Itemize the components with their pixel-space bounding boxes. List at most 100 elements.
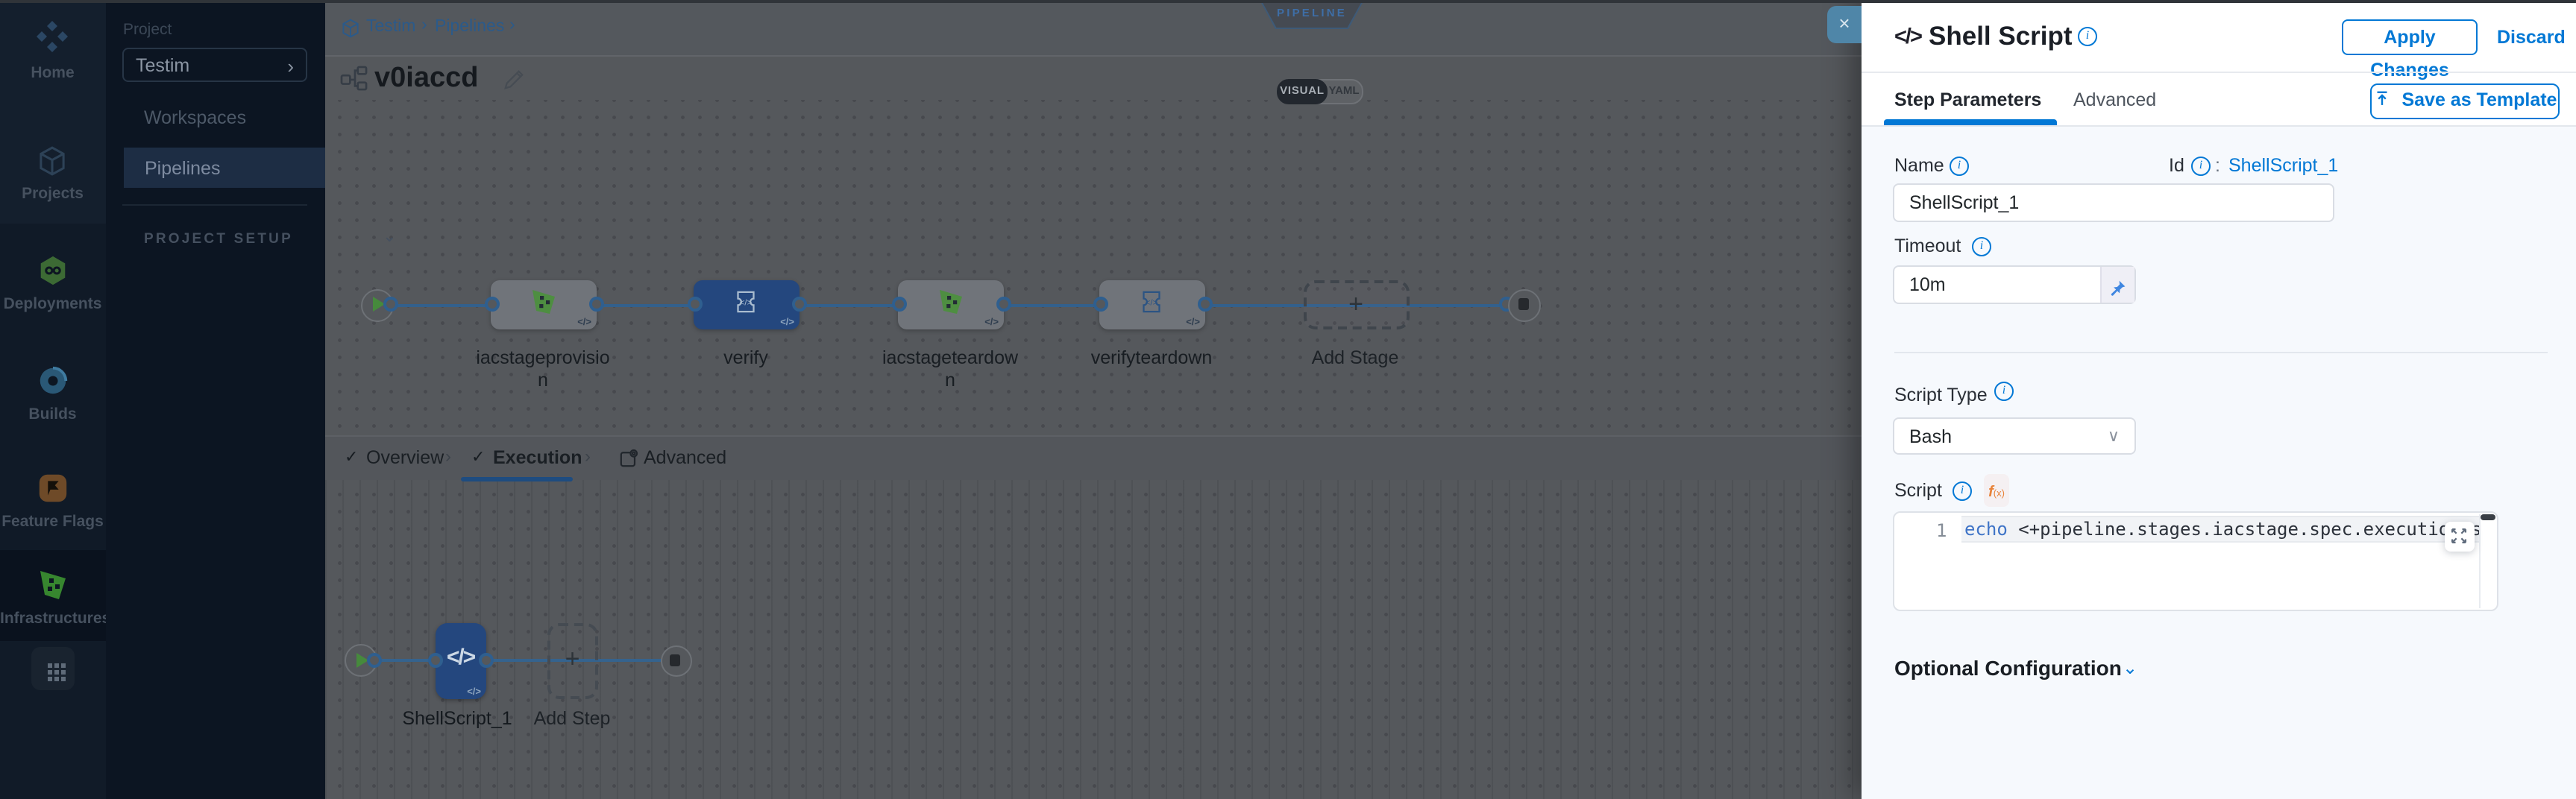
code-badge-icon: </> <box>467 686 481 697</box>
chevron-right-icon: › <box>509 16 515 34</box>
custom-stage-icon: </> <box>730 285 761 324</box>
fx-icon: f <box>1988 484 1994 500</box>
pipeline-name-title: v0iaccd <box>374 63 479 94</box>
timeout-input[interactable]: 10m <box>1893 265 2136 303</box>
chevron-down-icon[interactable]: ⌄ <box>2123 657 2138 678</box>
script-type-value: Bash <box>1909 426 1952 446</box>
add-stage-label[interactable]: Add Stage <box>1311 347 1399 368</box>
chevron-right-icon: › <box>421 16 427 34</box>
pipeline-end-node <box>1508 288 1541 321</box>
sidebar-item-label: Feature Flags <box>1 513 104 531</box>
svg-text:</>: </> <box>1146 297 1158 306</box>
apply-changes-button[interactable]: Apply Changes <box>2342 19 2478 80</box>
project-setup-section[interactable]: PROJECT SETUP <box>144 231 293 247</box>
optional-configuration-toggle[interactable]: Optional Configuration <box>1894 656 2122 680</box>
save-as-template-button[interactable]: Save as Template <box>2370 83 2560 119</box>
id-value-link[interactable]: ShellScript_1 <box>2228 155 2339 176</box>
stage-label[interactable]: iacstageprovision <box>476 347 610 391</box>
current-line-highlight <box>1961 516 2481 543</box>
fx-sub: (x) <box>1993 488 2005 499</box>
timeout-label: Timeout <box>1894 236 1961 256</box>
sidebar-item-feature-flags[interactable]: Feature Flags <box>0 471 105 531</box>
stage-label[interactable]: iacstageteardown <box>882 347 1019 391</box>
sidebar-item-projects[interactable]: Projects <box>0 145 105 203</box>
sidebar-item-infrastructures[interactable]: Infrastructures <box>0 566 110 628</box>
tab-execution[interactable]: Execution <box>493 446 582 467</box>
module-picker-button[interactable] <box>31 647 75 690</box>
pipeline-studio-badge: PIPELINE STUDIO <box>1260 0 1364 29</box>
stage-node-iacstageteardown[interactable]: </> <box>897 280 1003 329</box>
top-border-line <box>0 0 2576 3</box>
editor-expand-button[interactable] <box>2444 521 2475 552</box>
breadcrumb-pipelines-link[interactable]: Pipelines <box>435 18 505 36</box>
stage-node-verifyteardown[interactable]: </> </> <box>1099 280 1204 329</box>
sidebar-item-workspaces[interactable]: Workspaces <box>144 107 247 128</box>
step-node-shellscript[interactable]: </> </> <box>436 622 486 698</box>
editor-scrollbar-thumb[interactable] <box>2480 514 2495 520</box>
project-selector[interactable]: Testim › <box>122 48 307 82</box>
visual-yaml-toggle[interactable]: VISUAL YAML <box>1277 79 1363 104</box>
breadcrumb-project-link[interactable]: Testim <box>366 18 416 36</box>
info-icon[interactable]: i <box>2078 27 2097 46</box>
toggle-visual[interactable]: VISUAL <box>1277 79 1328 104</box>
main-nav-rail: Home Projects Deployments Builds Feature <box>0 0 110 799</box>
port <box>892 297 907 312</box>
stage-node-verify[interactable]: </> </> <box>693 280 799 329</box>
discard-button[interactable]: Discard <box>2497 27 2566 48</box>
close-icon: × <box>1838 12 1850 34</box>
port <box>485 297 500 312</box>
add-step-button[interactable]: + <box>547 622 597 698</box>
stage-label[interactable]: verifyteardown <box>1090 347 1213 368</box>
project-sidebar: Project Testim › Workspaces Pipelines PR… <box>105 0 396 799</box>
toggle-yaml[interactable]: YAML <box>1328 83 1360 97</box>
tab-advanced[interactable]: Advanced <box>2073 89 2157 110</box>
sidebar-item-pipelines[interactable]: Pipelines <box>123 148 324 188</box>
sidebar-item-deployments[interactable]: Deployments <box>0 253 105 313</box>
chevron-down-icon[interactable]: ⌄ <box>383 228 397 246</box>
sidebar-item-home[interactable]: Home <box>0 18 105 82</box>
name-input[interactable]: ShellScript_1 <box>1893 183 2334 221</box>
drawer-close-button[interactable]: × <box>1827 6 1862 42</box>
port <box>367 652 382 667</box>
project-label: Project <box>123 21 172 39</box>
svg-text:</>: </> <box>740 297 753 306</box>
breadcrumb-bar: Testim › Pipelines › <box>324 0 1862 57</box>
expression-fx-button[interactable]: f(x) <box>1984 473 2009 506</box>
timeout-pin-button[interactable] <box>2100 266 2134 302</box>
script-label: Script <box>1894 480 1942 501</box>
project-name: Testim <box>136 55 190 76</box>
info-icon[interactable]: i <box>1972 237 1991 256</box>
grid-icon <box>48 663 52 668</box>
divider <box>1894 352 2548 353</box>
port <box>792 297 807 312</box>
tab-advanced[interactable]: Advanced <box>644 446 727 467</box>
info-icon[interactable]: i <box>2191 157 2211 176</box>
deployments-icon <box>36 253 70 295</box>
sidebar-item-label: Projects <box>22 185 84 203</box>
info-icon[interactable]: i <box>1953 481 1972 501</box>
stop-icon <box>1518 298 1529 310</box>
sidebar-item-label: Deployments <box>3 295 102 313</box>
info-icon[interactable]: i <box>1950 157 1969 176</box>
tab-overview[interactable]: Overview <box>366 446 444 467</box>
edit-pencil-icon[interactable] <box>502 69 524 98</box>
info-icon[interactable]: i <box>1994 382 2014 401</box>
code-line[interactable]: echo <+pipeline.stages.iacstage.spec.exe… <box>1964 518 2481 540</box>
port <box>479 652 494 667</box>
script-code-editor[interactable]: 1 echo <+pipeline.stages.iacstage.spec.e… <box>1893 511 2498 610</box>
add-stage-button[interactable]: + <box>1303 280 1409 329</box>
advanced-tab-icon <box>619 448 638 475</box>
code-badge-icon: </> <box>780 318 794 328</box>
tab-step-parameters[interactable]: Step Parameters <box>1894 89 2042 110</box>
sidebar-item-builds[interactable]: Builds <box>0 364 105 423</box>
play-icon <box>373 297 385 312</box>
script-type-select[interactable]: Bash ∨ <box>1893 417 2136 454</box>
stage-label[interactable]: verify <box>723 347 768 368</box>
active-tab-underline <box>461 477 573 481</box>
divider <box>1862 72 2576 73</box>
add-step-label[interactable]: Add Step <box>533 708 611 729</box>
project-cube-icon <box>339 18 360 46</box>
stage-node-iacstageprovision[interactable]: </> <box>490 280 596 329</box>
step-label[interactable]: ShellScript_1 <box>402 708 512 729</box>
